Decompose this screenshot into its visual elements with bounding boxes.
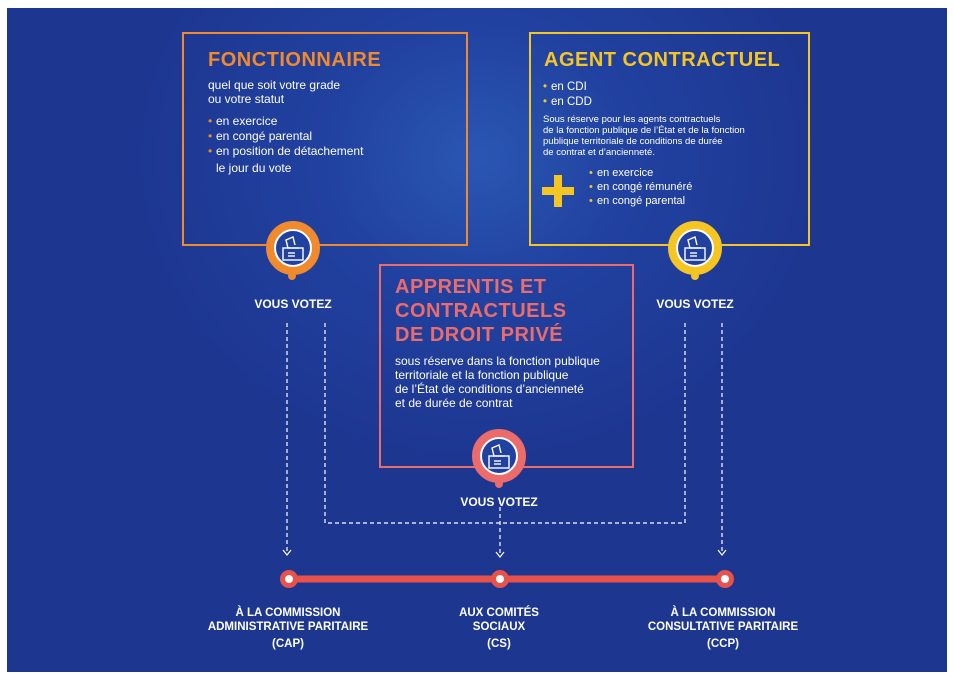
list-item: en congé rémunéré	[589, 180, 692, 194]
destination-line: (CAP)	[272, 638, 304, 650]
ballot-box-icon	[266, 221, 320, 275]
apprentis-text-2: territoriale et la fonction publique	[395, 368, 569, 382]
agent-note-4: de contrat et d’ancienneté.	[543, 147, 655, 158]
apprentis-text-1: sous réserve dans la fonction publique	[395, 354, 600, 368]
agent-list: en CDI en CDD	[543, 80, 592, 110]
fonctionnaire-title: FONCTIONNAIRE	[208, 49, 382, 71]
apprentis-title-2: CONTRACTUELS	[395, 300, 567, 322]
apprentis-vote-label: VOUS VOTEZ	[460, 495, 538, 509]
apprentis-text-3: de l’État de conditions d’ancienneté	[395, 382, 584, 396]
arrow-cap	[282, 549, 292, 556]
icon-pin	[288, 272, 296, 280]
apprentis-title-1: APPRENTIS ET	[395, 276, 547, 298]
list-item: en congé parental	[589, 194, 692, 208]
apprentis-title-3: DE DROIT PRIVÉ	[395, 324, 564, 346]
list-item: en congé parental	[208, 129, 363, 144]
timeline-dots	[280, 570, 734, 588]
ballot-box-icon	[472, 429, 526, 483]
fonctionnaire-vote-label: VOUS VOTEZ	[254, 297, 332, 311]
destination-line: (CCP)	[707, 638, 739, 650]
agent-note-2: de la fonction publique de l’État et de …	[543, 125, 745, 136]
plus-icon	[542, 175, 574, 207]
destination-cap: À LA COMMISSION ADMINISTRATIVE PARITAIRE…	[178, 606, 398, 651]
destination-line: (CS)	[487, 638, 511, 650]
list-item: en exercice	[589, 166, 692, 180]
destination-ccp: À LA COMMISSION CONSULTATIVE PARITAIRE (…	[613, 606, 833, 651]
icon-pin	[495, 480, 503, 488]
apprentis-text-4: et de durée de contrat	[395, 396, 513, 410]
destination-line: SOCIAUX	[472, 621, 526, 633]
destination-line: ADMINISTRATIVE PARITAIRE	[207, 621, 369, 633]
infographic-canvas: FONCTIONNAIRE quel que soit votre grade …	[7, 8, 947, 672]
fonctionnaire-subtitle-2: ou votre statut	[208, 92, 285, 106]
destination-line: À LA COMMISSION	[235, 607, 341, 619]
destination-line: À LA COMMISSION	[670, 607, 776, 619]
agent-vote-label: VOUS VOTEZ	[656, 297, 734, 311]
destination-line: CONSULTATIVE PARITAIRE	[647, 621, 799, 633]
arrow-ccp	[717, 549, 727, 556]
fonctionnaire-list: en exercice en congé parental en positio…	[208, 114, 363, 159]
icon-pin	[691, 272, 699, 280]
list-item: en exercice	[208, 114, 363, 129]
agent-plus-list: en exercice en congé rémunéré en congé p…	[589, 166, 692, 208]
fonctionnaire-box	[182, 32, 468, 246]
list-item: en position de détachement	[208, 144, 363, 159]
arrow-cs	[495, 551, 505, 558]
fonctionnaire-subtitle-1: quel que soit votre grade	[208, 78, 341, 92]
connector-cs	[324, 323, 686, 524]
agent-note-1: Sous réserve pour les agents contractuel…	[543, 114, 721, 125]
list-item: en CDD	[543, 95, 592, 110]
connector-lines	[280, 323, 734, 588]
destination-line: AUX COMITÉS	[459, 607, 539, 619]
destination-cs: AUX COMITÉS SOCIAUX (CS)	[389, 606, 609, 651]
fonctionnaire-item-continuation: le jour du vote	[216, 161, 292, 175]
ballot-box-icon	[668, 221, 722, 275]
agent-note-3: publique territoriale de conditions de d…	[543, 136, 723, 147]
agent-title: AGENT CONTRACTUEL	[544, 49, 781, 71]
list-item: en CDI	[543, 80, 592, 95]
